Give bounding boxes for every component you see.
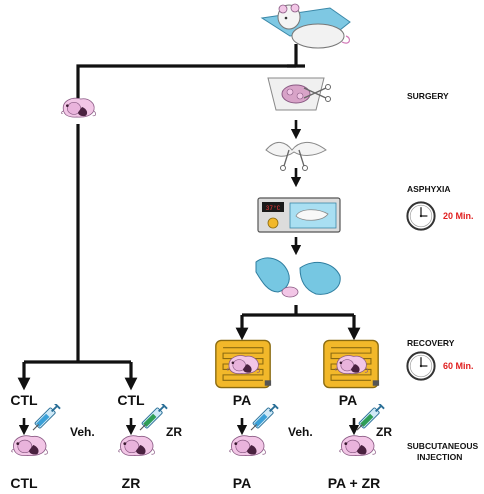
pup-icon	[339, 435, 376, 457]
stage-label-injection-1: SUBCUTANEOUS	[407, 441, 478, 451]
group-top-label: CTL	[10, 392, 38, 408]
pup-icon	[229, 435, 266, 457]
flow-lines	[17, 44, 361, 391]
pup-icon-incubator-1	[226, 355, 261, 375]
group-bottom-label: PA	[233, 475, 251, 491]
group-ctl-vehicle: CTL Veh. CTL	[10, 392, 94, 491]
step-arrows	[18, 120, 360, 436]
pup-icon-incubator-2	[334, 355, 369, 375]
group-bottom-label: CTL	[10, 475, 38, 491]
group-pa-vehicle: PA Veh. PA	[229, 392, 313, 491]
timer-asphyxia: 20 Min.	[443, 211, 474, 221]
pup-icon-sham	[61, 97, 97, 118]
monitor-display: 37°C	[266, 205, 281, 212]
surgery-illustration	[267, 77, 331, 111]
injection-label: Veh.	[70, 425, 95, 439]
stage-label-asphyxia: ASPHYXIA	[407, 184, 450, 194]
group-top-label: CTL	[117, 392, 145, 408]
pup-icon	[118, 435, 155, 457]
pregnant-dam-illustration	[260, 3, 351, 49]
injection-label: ZR	[376, 425, 392, 439]
group-top-label: PA	[339, 392, 357, 408]
group-bottom-label: PA + ZR	[328, 475, 381, 491]
stage-label-surgery: SURGERY	[407, 91, 449, 101]
group-bottom-label: ZR	[122, 475, 141, 491]
group-top-label: PA	[233, 392, 251, 408]
injection-label: Veh.	[288, 425, 313, 439]
uterine-horn-clamp-illustration	[265, 142, 327, 171]
timer-recovery: 60 Min.	[443, 361, 474, 371]
pup-icon	[11, 435, 48, 457]
stage-label-recovery: RECOVERY	[407, 338, 455, 348]
water-bath-illustration: 37°C	[257, 197, 341, 233]
gloved-hands-illustration	[255, 257, 341, 298]
syringe-icon-vehicle	[250, 404, 280, 432]
clock-icon-recovery	[406, 351, 436, 381]
group-ctl-zr: CTL ZR ZR	[117, 392, 182, 491]
stage-label-injection-2: INJECTION	[417, 452, 462, 462]
clock-icon-asphyxia	[406, 201, 436, 231]
group-pa-zr: PA ZR PA + ZR	[328, 392, 393, 491]
injection-label: ZR	[166, 425, 182, 439]
